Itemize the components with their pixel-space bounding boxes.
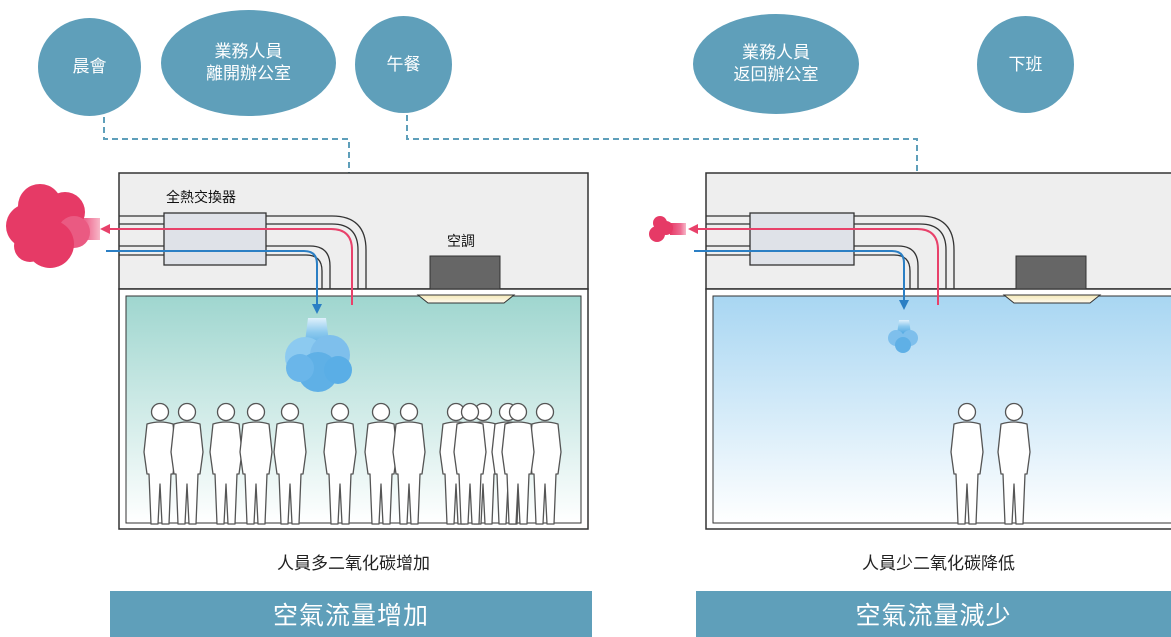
ceiling-light — [416, 294, 516, 304]
exhaust-arrowhead — [100, 224, 110, 234]
event-label-line2: 返回辦公室 — [733, 65, 819, 85]
supply-arrowhead — [312, 304, 322, 314]
ac-unit — [1015, 255, 1087, 290]
heat-exchanger-label: 全熱交換器 — [166, 190, 236, 206]
event-label-line1: 業務人員 — [742, 43, 810, 63]
heat-exchanger-unit — [163, 212, 267, 266]
event-lunch: 午餐 — [355, 16, 452, 113]
event-label-line2: 離開辦公室 — [206, 64, 291, 84]
event-staff-leave: 業務人員 離開辦公室 — [161, 10, 336, 116]
right-caption: 人員少二氧化碳降低 — [862, 554, 1015, 574]
exhaust-cloud-small — [649, 216, 686, 242]
left-caption: 人員多二氧化碳增加 — [277, 554, 430, 574]
event-label: 晨會 — [72, 57, 107, 77]
ac-unit — [429, 255, 501, 290]
duct-system — [706, 215, 955, 289]
exhaust-cloud — [6, 184, 100, 268]
timeline-connector-left — [103, 117, 350, 178]
supply-cloud — [285, 318, 352, 392]
exhaust-arrowhead — [688, 224, 698, 234]
ac-label: 空調 — [447, 234, 475, 250]
exhaust-flow-line — [694, 228, 939, 305]
timeline-connector-right — [406, 115, 918, 178]
event-label: 下班 — [1008, 54, 1043, 75]
supply-arrowhead — [899, 300, 909, 310]
event-label-line1: 業務人員 — [214, 42, 283, 62]
event-staff-return: 業務人員 返回辦公室 — [693, 14, 859, 114]
event-off-work: 下班 — [977, 16, 1074, 113]
event-morning-meeting: 晨會 — [38, 18, 141, 116]
heat-exchanger-unit — [749, 212, 855, 266]
ceiling-light — [1002, 294, 1102, 304]
supply-flow-line — [694, 250, 905, 302]
left-building — [6, 172, 589, 530]
right-banner: 空氣流量減少 — [696, 591, 1171, 637]
duct-system — [119, 215, 367, 289]
left-banner: 空氣流量增加 — [110, 591, 592, 637]
supply-cloud-small — [888, 320, 918, 353]
exhaust-flow-line — [106, 228, 353, 305]
event-label: 午餐 — [386, 54, 421, 75]
supply-flow-line — [106, 250, 318, 306]
right-building — [649, 172, 1171, 530]
